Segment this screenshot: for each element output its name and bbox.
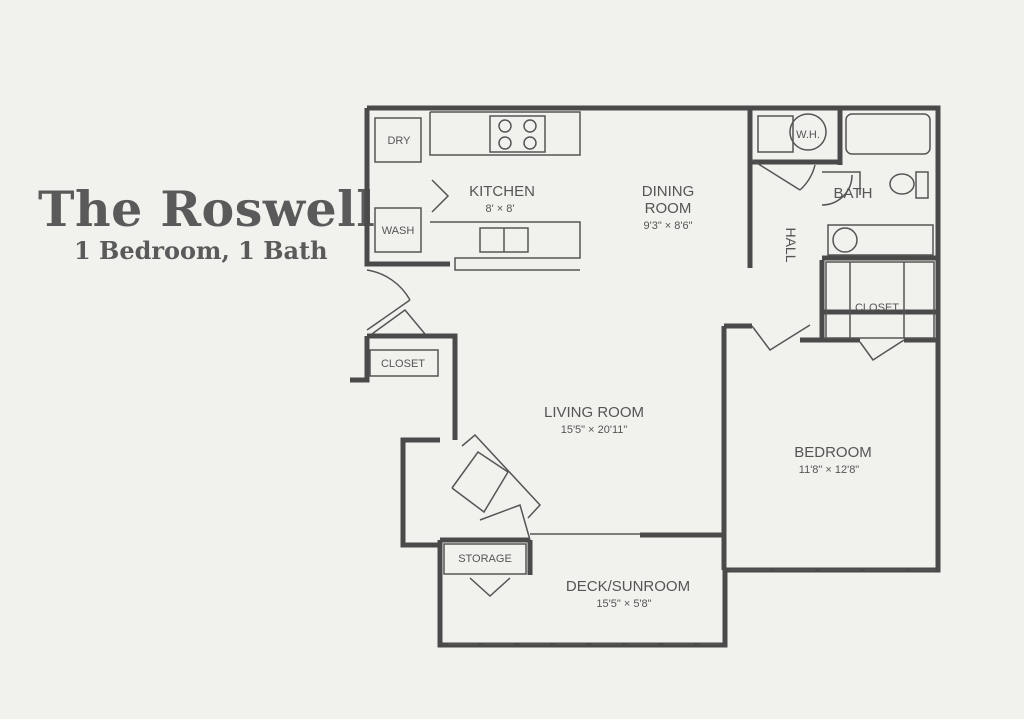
entry-closet [369, 349, 439, 377]
dining-size: 9'3" × 8'6" [643, 220, 692, 232]
fireplace [451, 450, 510, 514]
counter-top [429, 111, 581, 156]
dining-name-1: DINING [642, 183, 695, 200]
kitchen-name: KITCHEN [469, 183, 535, 200]
wall-entry-closet [350, 336, 370, 383]
plan-subtitle: 1 Bedroom, 1 Bath [74, 236, 328, 265]
wall-fireplace [400, 437, 440, 548]
toilet [889, 173, 915, 195]
dryer [374, 117, 422, 163]
kitchen-door [431, 179, 450, 213]
bedroom-name: BEDROOM [794, 444, 872, 461]
bath-door [822, 171, 861, 195]
hall-door [751, 159, 801, 191]
living-size: 15'5" × 20'11" [561, 424, 628, 436]
wall-closet-right [367, 333, 458, 440]
entry-door-arc [366, 299, 411, 331]
wall-left-kitchen [364, 108, 450, 267]
washer [374, 207, 422, 253]
storage-label: STORAGE [458, 553, 512, 565]
living-name: LIVING ROOM [544, 404, 644, 421]
deck-name: DECK/SUNROOM [566, 578, 690, 595]
hall-name: HALL [783, 227, 799, 262]
bathtub [845, 113, 931, 155]
fixtures [366, 111, 935, 645]
hearth [461, 433, 542, 519]
dry-label: DRY [387, 135, 411, 147]
storage-door [469, 577, 511, 598]
wh-label: W.H. [796, 129, 820, 141]
bedroom-door [751, 324, 811, 352]
plan-title-block: The Roswell 1 Bedroom, 1 Bath [38, 180, 376, 265]
stove [489, 115, 546, 153]
closet-door-bed [859, 339, 905, 362]
plan-title: The Roswell [38, 180, 376, 238]
room-labels: DRY WASH KITCHEN 8' × 8' DINING ROOM 9'3… [381, 129, 899, 610]
water-heater [757, 115, 794, 153]
closet-entry-label: CLOSET [381, 358, 425, 370]
wh-tank [789, 113, 827, 151]
dining-name-2: ROOM [645, 200, 692, 217]
closet-bedroom-label: CLOSET [855, 302, 899, 314]
bedroom-closet [825, 261, 935, 339]
storage-room [443, 543, 527, 575]
walls [350, 105, 941, 648]
deck-size: 15'5" × 5'8" [596, 598, 651, 610]
counter-bottom [430, 221, 581, 271]
wall-deck [437, 540, 728, 648]
closet-door [371, 308, 426, 335]
kitchen-size: 8' × 8' [486, 203, 515, 215]
bath-name: BATH [834, 185, 873, 202]
bath-sink [827, 224, 934, 256]
wash-label: WASH [382, 225, 415, 237]
bedroom-size: 11'8" × 12'8" [799, 464, 860, 476]
